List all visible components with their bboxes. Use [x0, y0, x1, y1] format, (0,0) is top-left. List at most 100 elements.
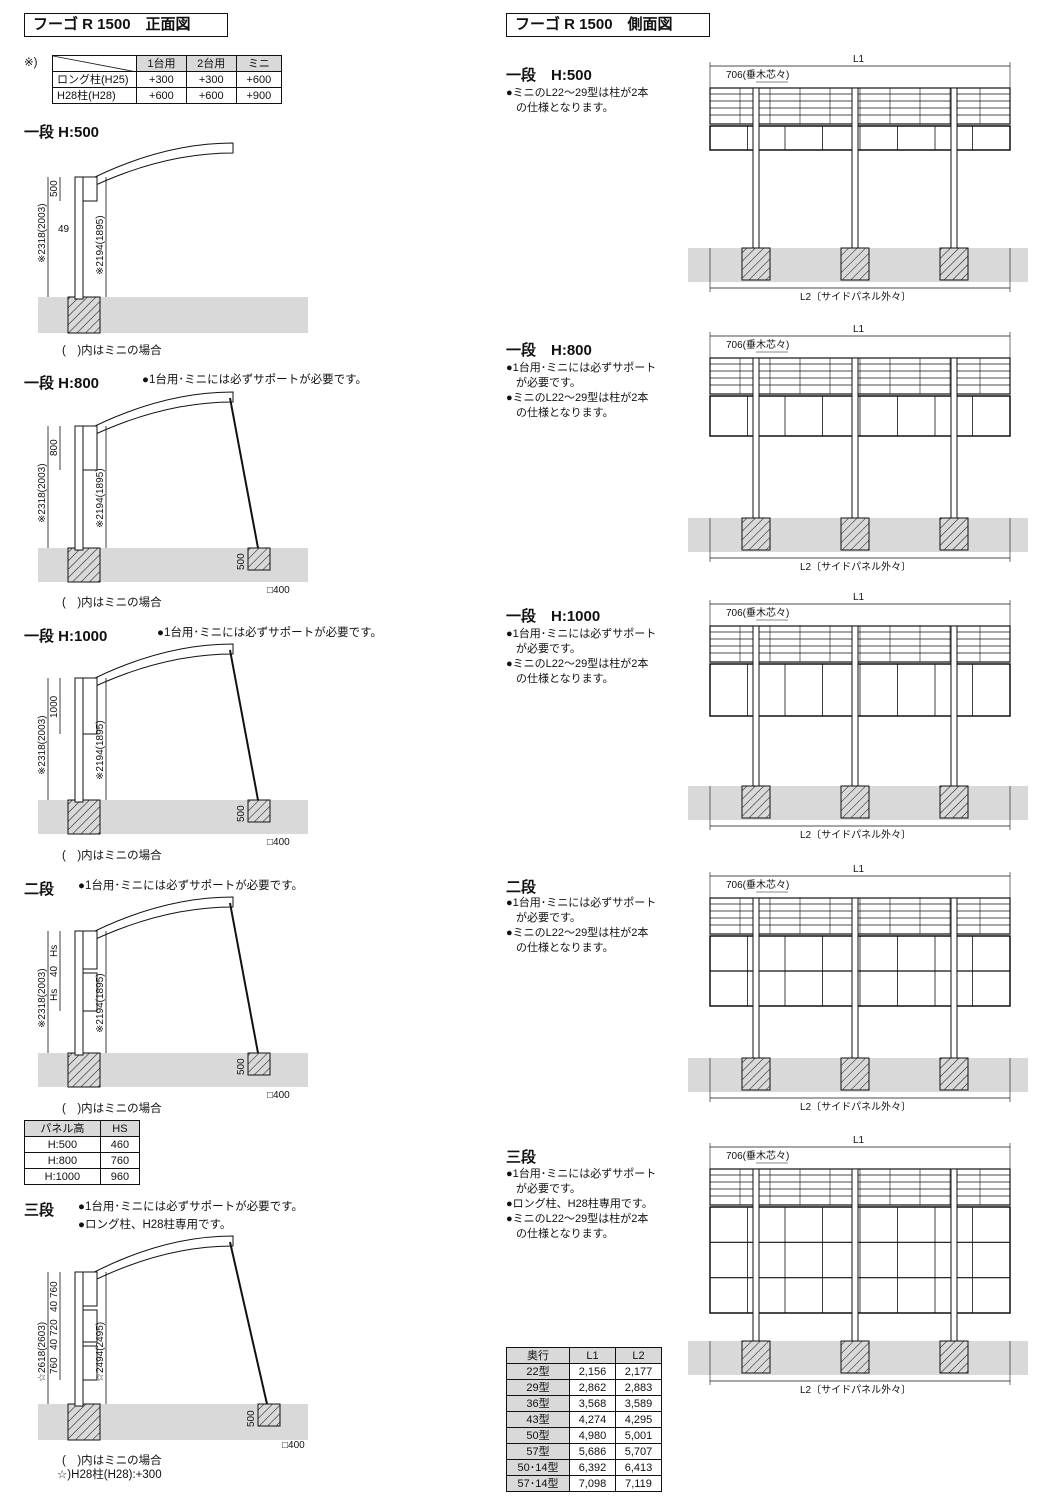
foundation — [840, 1057, 870, 1091]
post — [752, 897, 760, 1059]
svg-text:□400: □400 — [267, 585, 290, 596]
table-cell: 6,392 — [568, 1459, 616, 1476]
offset-table-corner — [52, 55, 137, 72]
svg-text:40: 40 — [49, 1300, 60, 1312]
svg-text:800: 800 — [49, 439, 60, 456]
note-line: の仕様となります。 — [516, 1228, 614, 1240]
table-cell: +600 — [136, 87, 187, 104]
panel-col-header: HS — [99, 1120, 141, 1137]
front-caption: ( )内はミニの場合 — [62, 850, 162, 862]
foundation — [741, 785, 771, 819]
table-cell: 29型 — [506, 1379, 570, 1396]
foundation — [67, 296, 101, 334]
post — [752, 1168, 760, 1342]
roof-arch — [82, 142, 234, 192]
side-section-notes: ●1台用･ミニには必ずサポート が必要です。 ●ロング柱、H28柱専用です。 ●… — [506, 1167, 656, 1242]
front-diagram-2stage-drawing: ※2318(2003) Hs 40 Hs ※2194(1895) 500 □40… — [37, 896, 308, 1101]
svg-text:Hs: Hs — [49, 945, 60, 957]
post — [752, 357, 760, 519]
foundation — [939, 517, 969, 551]
dim-l1: L1 — [853, 324, 865, 335]
post — [851, 87, 859, 249]
svg-text:760: 760 — [49, 1281, 60, 1298]
svg-text:※2194(1895): ※2194(1895) — [95, 720, 106, 780]
svg-text:720: 720 — [49, 1319, 60, 1336]
post — [950, 87, 958, 249]
side-section-notes: ●1台用･ミニには必ずサポート が必要です。 ●ミニのL22～29型は柱が2本 … — [506, 627, 656, 687]
table-cell: 3,589 — [614, 1395, 663, 1412]
note-line: の仕様となります。 — [516, 102, 614, 114]
panel-col-header: パネル高 — [24, 1120, 101, 1137]
dim-rafter: 706(垂木芯々) — [726, 68, 789, 81]
row-label: ロング柱(H25) — [52, 71, 137, 88]
post — [950, 897, 958, 1059]
note-line: が必要です。 — [516, 912, 581, 924]
foundation — [741, 1057, 771, 1091]
svg-text:□400: □400 — [267, 837, 290, 848]
panel — [82, 176, 98, 202]
table-cell: 2,177 — [614, 1363, 663, 1380]
depth-col-header: L2 — [614, 1347, 663, 1364]
table-cell: 50･14型 — [506, 1459, 570, 1476]
table-cell: 2,883 — [614, 1379, 663, 1396]
svg-text:※2318(2003): ※2318(2003) — [37, 715, 48, 775]
table-cell: 36型 — [506, 1395, 570, 1412]
dim-rafter: 706(垂木芯々) — [726, 1149, 789, 1162]
table-cell: 57･14型 — [506, 1475, 570, 1492]
dim-l1: L1 — [853, 592, 865, 603]
dim-total: ※2318(2003) — [37, 203, 48, 263]
dim-l1: L1 — [853, 864, 865, 875]
depth-col-header: 奥行 — [506, 1347, 570, 1364]
front-caption: ( )内はミニの場合 — [62, 345, 162, 357]
table-cell: 50型 — [506, 1427, 570, 1444]
front-section-note: ●1台用･ミニには必ずサポートが必要です。 — [78, 880, 303, 892]
post — [851, 1168, 859, 1342]
front-section-note: ●ロング柱、H28柱専用です。 — [78, 1219, 232, 1231]
front-diagram-h500-drawing: ※2318(2003) 500 ※2194(1895) 49 — [37, 142, 308, 334]
dim-l2: L2〔サイドパネル外々〕 — [800, 561, 911, 573]
table-cell: 2,862 — [568, 1379, 616, 1396]
dim-post: 49 — [58, 224, 70, 235]
front-caption: ( )内はミニの場合 — [62, 1455, 162, 1467]
post — [752, 625, 760, 787]
side-section-title: 一段 H:500 — [506, 67, 592, 84]
svg-text:☆2494(2495): ☆2494(2495) — [95, 1322, 106, 1382]
front-caption: ( )内はミニの場合 — [62, 1103, 162, 1115]
front-diagram-3stage-drawing: ☆2618(2603) 760 40 720 40 760 ☆2494(2495… — [37, 1235, 308, 1451]
table-cell: +300 — [185, 71, 237, 88]
table-cell: 5,686 — [568, 1443, 616, 1460]
dim-l2: L2〔サイドパネル外々〕 — [800, 291, 911, 303]
note-line: が必要です。 — [516, 377, 581, 389]
offset-col-header: ミニ — [235, 55, 283, 72]
table-cell: 3,568 — [568, 1395, 616, 1412]
foundation — [741, 1340, 771, 1374]
svg-text:500: 500 — [236, 553, 247, 570]
note-line: ●ミニのL22～29型は柱が2本 — [506, 1213, 649, 1225]
svg-text:500: 500 — [246, 1410, 257, 1427]
table-cell: 57型 — [506, 1443, 570, 1460]
front-caption: ( )内はミニの場合 — [62, 597, 162, 609]
table-cell: 4,980 — [568, 1427, 616, 1444]
dim-inner: ※2194(1895) — [95, 215, 106, 275]
front-section-title: 三段 — [24, 1202, 55, 1219]
foundation — [939, 1057, 969, 1091]
depth-col-header: L1 — [568, 1347, 616, 1364]
foundation — [939, 1340, 969, 1374]
note-line: ●1台用･ミニには必ずサポート — [506, 362, 657, 374]
table-row: ロング柱(H25) +300 +300 +600 — [52, 71, 283, 88]
table-cell: 4,274 — [568, 1411, 616, 1428]
front-section-title: 一段 H:500 — [24, 124, 100, 141]
front-section-title: 一段 H:1000 — [24, 628, 108, 645]
post — [950, 1168, 958, 1342]
